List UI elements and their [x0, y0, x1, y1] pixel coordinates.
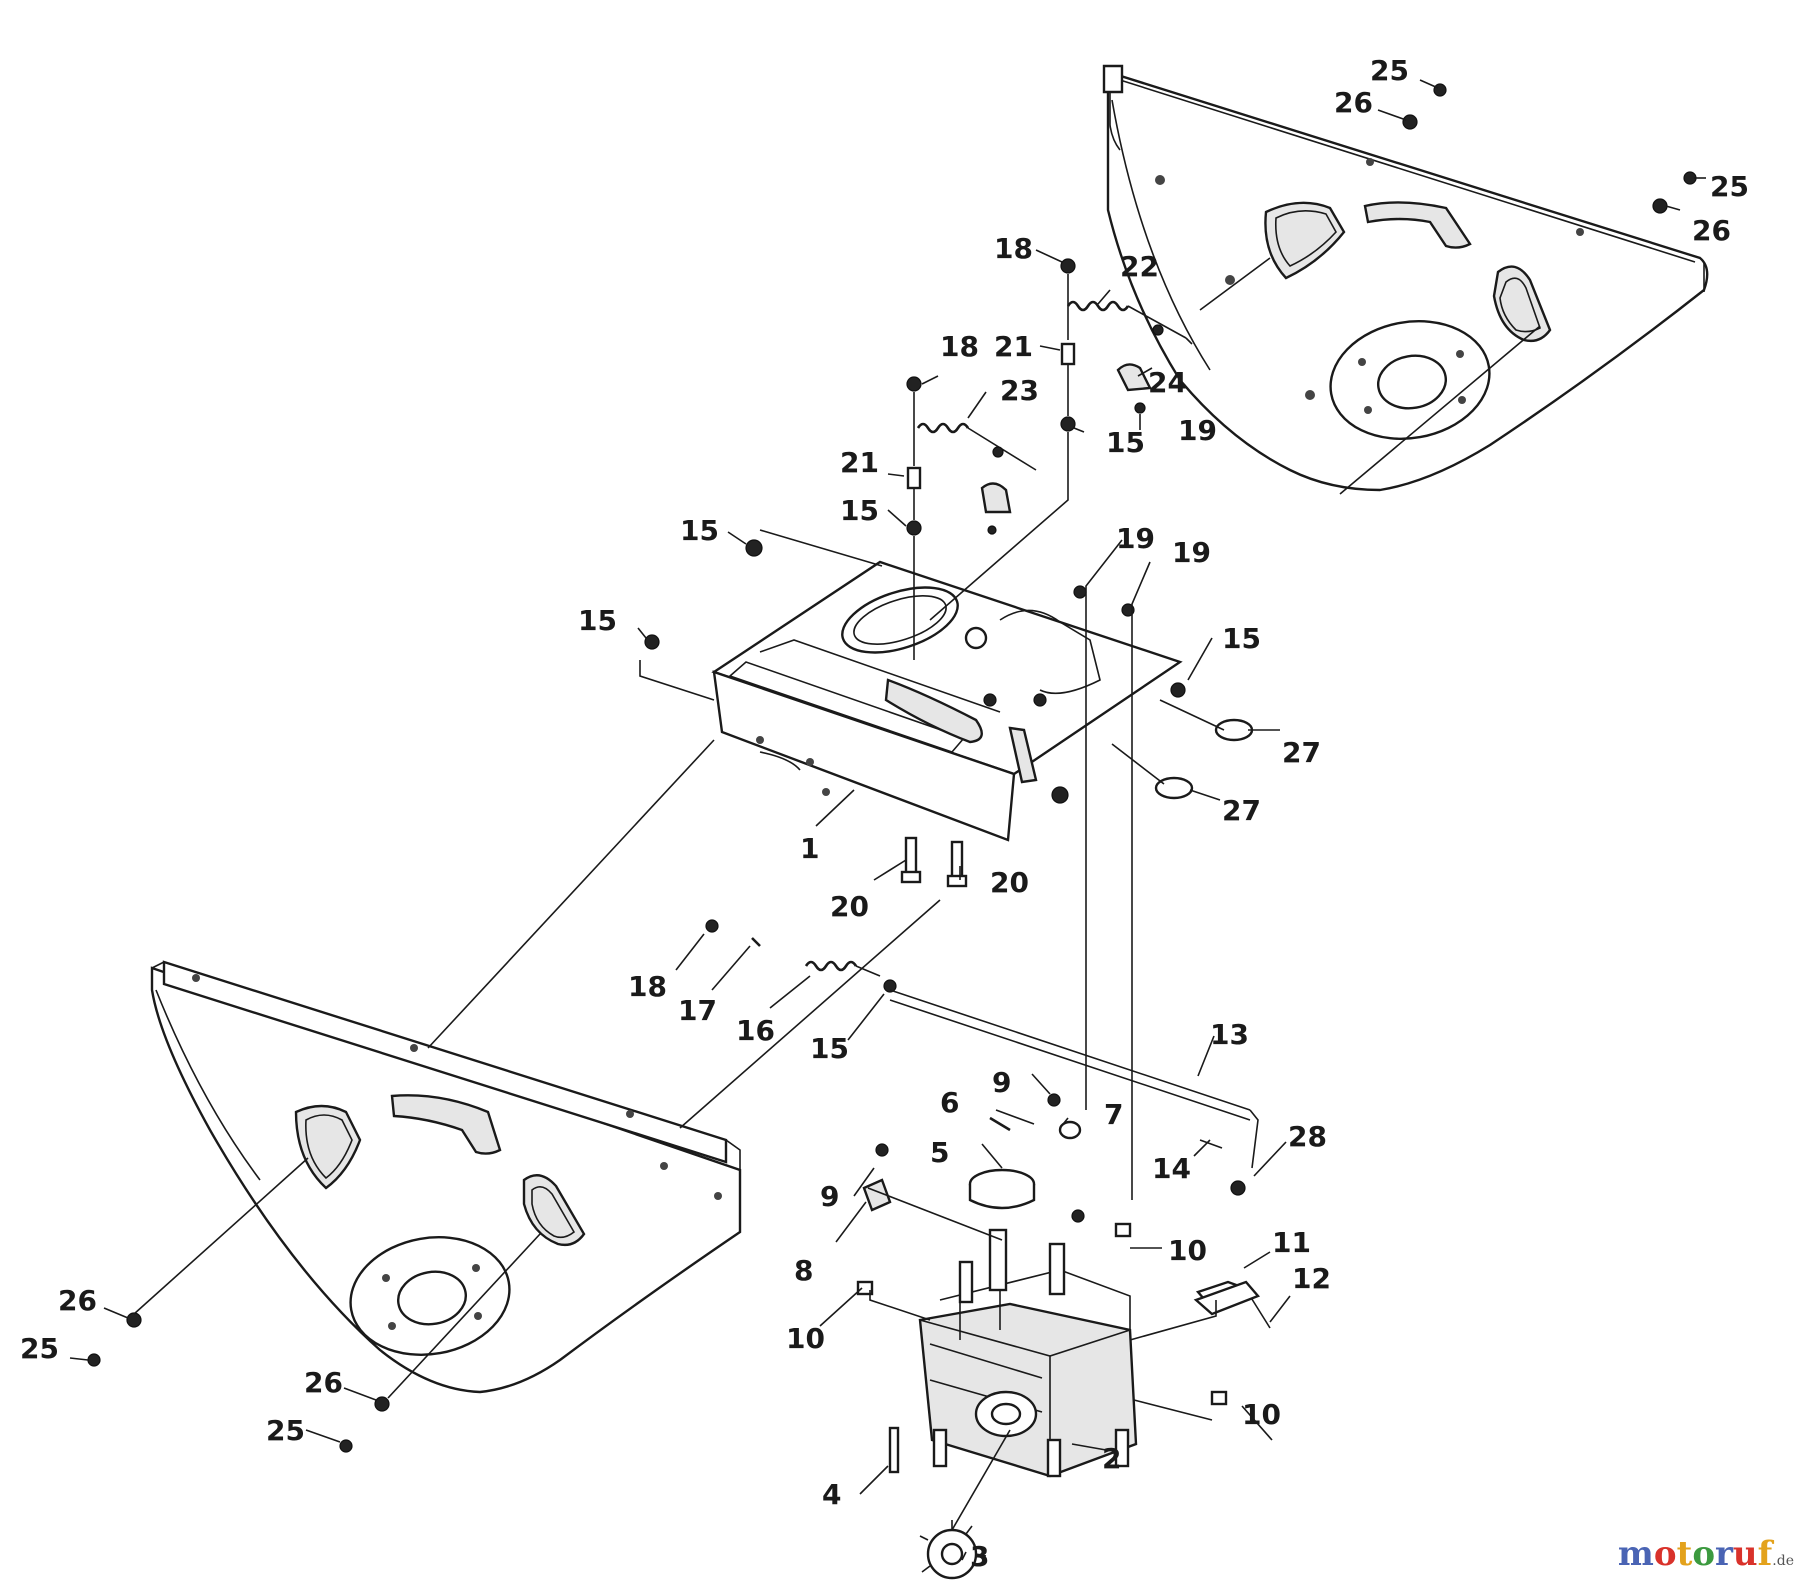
key-4 — [888, 1426, 900, 1474]
label-24: 24 — [1148, 366, 1187, 399]
center-bracket — [711, 560, 1183, 842]
label-22: 22 — [1120, 250, 1159, 283]
label-25: 25 — [20, 1332, 59, 1365]
watermark-letter: r — [1715, 1534, 1733, 1574]
label-15: 15 — [578, 604, 617, 637]
watermark-letter: f — [1757, 1534, 1773, 1574]
label-17: 17 — [678, 994, 717, 1027]
label-15: 15 — [680, 514, 719, 547]
label-25: 25 — [1710, 170, 1749, 203]
label-16: 16 — [736, 1014, 775, 1047]
label-18: 18 — [994, 232, 1033, 265]
label-1: 1 — [800, 832, 819, 865]
spring-16 — [804, 960, 881, 977]
label-8: 8 — [794, 1254, 813, 1287]
sprocket-3 — [919, 1520, 987, 1580]
label-6: 6 — [940, 1086, 959, 1119]
label-7: 7 — [1104, 1098, 1123, 1131]
label-15: 15 — [810, 1032, 849, 1065]
watermark-letter: o — [1653, 1534, 1677, 1574]
watermark-letter: u — [1732, 1534, 1758, 1574]
rod-13 — [889, 989, 1259, 1169]
label-4: 4 — [822, 1478, 841, 1511]
bolts-20 — [900, 836, 968, 888]
label-23: 23 — [1000, 374, 1039, 407]
label-21: 21 — [994, 330, 1033, 363]
label-28: 28 — [1288, 1120, 1327, 1153]
label-19: 19 — [1116, 522, 1155, 555]
label-11: 11 — [1272, 1226, 1311, 1259]
label-5: 5 — [930, 1136, 949, 1169]
watermark-letter: m — [1617, 1534, 1654, 1574]
label-9: 9 — [992, 1066, 1011, 1099]
right-side-plate — [1102, 64, 1709, 492]
label-10: 10 — [786, 1322, 825, 1355]
part-labels: 25 26 25 26 18 22 18 21 24 23 15 19 21 1… — [20, 54, 1749, 1573]
label-25: 25 — [266, 1414, 305, 1447]
motoruf-watermark: motoruf.de — [1618, 1534, 1794, 1574]
label-27: 27 — [1222, 794, 1261, 827]
label-2: 2 — [1102, 1442, 1121, 1475]
label-26: 26 — [304, 1366, 343, 1399]
label-20: 20 — [830, 890, 869, 923]
label-21: 21 — [840, 446, 879, 479]
label-3: 3 — [970, 1540, 989, 1573]
watermark-letter: o — [1692, 1534, 1715, 1574]
label-20: 20 — [990, 866, 1029, 899]
label-19: 19 — [1172, 536, 1211, 569]
label-26: 26 — [1334, 86, 1373, 119]
label-9: 9 — [820, 1180, 839, 1213]
leader-lines — [69, 79, 1706, 1561]
label-18: 18 — [940, 330, 979, 363]
watermark-letter: t — [1676, 1534, 1693, 1574]
spring-23 — [916, 422, 1037, 535]
label-19: 19 — [1178, 414, 1217, 447]
label-26: 26 — [58, 1284, 97, 1317]
label-27: 27 — [1282, 736, 1321, 769]
label-15: 15 — [1222, 622, 1261, 655]
transmission-2 — [918, 1228, 1138, 1478]
label-13: 13 — [1210, 1018, 1249, 1051]
label-26: 26 — [1692, 214, 1731, 247]
label-25: 25 — [1370, 54, 1409, 87]
label-10: 10 — [1242, 1398, 1281, 1431]
label-12: 12 — [1292, 1262, 1331, 1295]
label-10: 10 — [1168, 1234, 1207, 1267]
label-15: 15 — [1106, 426, 1145, 459]
plate-11 — [1193, 1280, 1261, 1316]
label-14: 14 — [1152, 1152, 1191, 1185]
spring-22 — [1066, 300, 1193, 392]
left-side-plate — [150, 960, 742, 1394]
watermark-suffix: .de — [1772, 1553, 1794, 1569]
label-18: 18 — [628, 970, 667, 1003]
label-15: 15 — [840, 494, 879, 527]
